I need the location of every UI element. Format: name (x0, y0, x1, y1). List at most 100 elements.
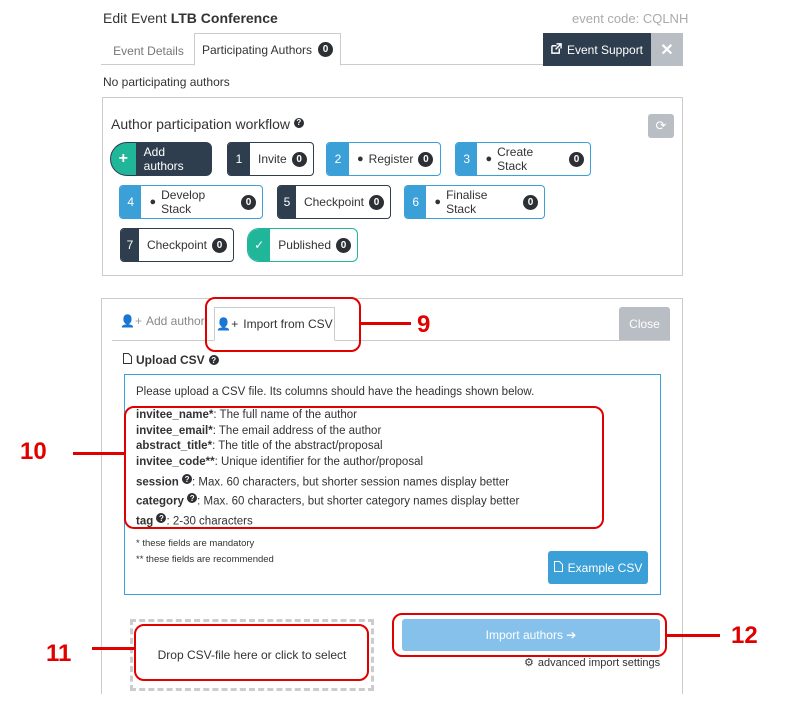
step-number: 5 (278, 186, 296, 218)
example-csv-label: Example CSV (567, 560, 643, 575)
annotation-number-11: 11 (46, 640, 72, 667)
user-icon: ● (485, 153, 493, 165)
help-icon[interactable]: ? (208, 355, 219, 365)
event-support-button[interactable]: Event Support (543, 33, 651, 66)
add-user-icon: 👤+ (216, 317, 239, 331)
step-label: Checkpoint (146, 238, 207, 252)
upload-csv-label: Upload CSV ? (123, 353, 219, 367)
field-desc: : 2-30 characters (166, 515, 253, 528)
step-label: Add authors (143, 145, 184, 173)
annotation-box-10 (124, 406, 604, 529)
field-invitee-email: invitee_email*: The email address of the… (136, 425, 381, 437)
event-name: LTB Conference (170, 10, 278, 26)
count-badge: 0 (318, 42, 334, 57)
page-title: Edit Event LTB Conference (103, 10, 278, 26)
step-count: 0 (418, 151, 434, 167)
note-mandatory: * these fields are mandatory (136, 538, 255, 549)
tab-add-author-label: Add author (145, 314, 205, 328)
step-number: 1 (228, 143, 250, 175)
upload-csv-text: Upload CSV (136, 353, 205, 367)
tab-add-author[interactable]: 👤+ Add author (120, 314, 205, 328)
annotation-box-9 (205, 297, 361, 352)
workflow-panel (102, 97, 683, 276)
step-label: Published (278, 238, 331, 252)
help-icon[interactable]: ? (187, 493, 198, 503)
user-icon: ● (434, 196, 442, 208)
refresh-icon: ⟳ (655, 118, 667, 133)
annotation-line-12 (667, 634, 720, 637)
step-count: 0 (241, 194, 256, 210)
field-desc: : Max. 60 characters, but shorter sessio… (192, 476, 510, 489)
field-name: tag (136, 515, 154, 528)
step-register[interactable]: 2 ● Register 0 (326, 142, 441, 176)
file-icon (123, 353, 132, 367)
step-number: 3 (456, 143, 478, 175)
tab-label: Participating Authors (201, 42, 313, 57)
import-authors-button[interactable]: Import authors ➔ (402, 619, 660, 651)
check-icon: ✓ (248, 229, 271, 261)
close-x-button[interactable]: ✕ (651, 33, 683, 66)
annotation-number-9: 9 (417, 311, 431, 338)
field-category: category ?: Max. 60 characters, but shor… (136, 493, 519, 508)
annotation-line-9 (361, 322, 411, 325)
help-icon[interactable]: ? (293, 117, 304, 128)
field-desc: : Max. 60 characters, but shorter catego… (197, 495, 520, 508)
step-label: Create Stack (497, 145, 534, 173)
field-tag: tag ?: 2-30 characters (136, 513, 253, 528)
field-name: abstract_title* (136, 440, 213, 452)
step-label: Finalise Stack (446, 188, 488, 216)
field-name: invitee_email* (136, 425, 213, 437)
csv-intro-text: Please upload a CSV file. Its columns sh… (136, 386, 535, 398)
field-invitee-code: invitee_code**: Unique identifier for th… (136, 456, 423, 468)
user-icon: ● (357, 153, 364, 165)
step-add-authors[interactable]: + Add authors (110, 142, 212, 176)
tab-import-label: Import from CSV (243, 317, 333, 331)
note-recommended: ** these fields are recommended (136, 554, 274, 565)
close-button[interactable]: Close (619, 307, 670, 340)
event-support-label: Event Support (566, 42, 644, 57)
field-desc: : The email address of the author (212, 425, 382, 437)
tab-import-csv[interactable]: 👤+ Import from CSV (214, 307, 335, 341)
step-label: Checkpoint (303, 195, 364, 209)
field-name: session (136, 476, 179, 489)
annotation-number-10: 10 (20, 438, 47, 465)
field-name: invitee_code** (136, 456, 215, 468)
advanced-import-settings-link[interactable]: ⚙ advanced import settings (524, 656, 661, 670)
step-label: Invite (258, 152, 287, 166)
step-count: 0 (212, 237, 227, 253)
step-checkpoint-5[interactable]: 5 Checkpoint 0 (277, 185, 391, 219)
file-icon (553, 560, 563, 575)
refresh-button[interactable]: ⟳ (648, 114, 674, 138)
advanced-label: advanced import settings (537, 656, 661, 669)
field-invitee-name: invitee_name*: The full name of the auth… (136, 409, 357, 421)
help-icon[interactable]: ? (182, 474, 193, 484)
annotation-line-11 (92, 647, 134, 650)
csv-dropzone[interactable]: Drop CSV-file here or click to select (130, 619, 374, 691)
tab-participating-authors[interactable]: Participating Authors 0 (194, 33, 341, 66)
user-icon: ● (149, 196, 157, 208)
add-user-icon: 👤+ (120, 314, 142, 328)
step-number: 6 (405, 186, 427, 218)
external-link-icon (551, 42, 562, 57)
import-panel (101, 298, 683, 694)
tab-event-details[interactable]: Event Details (113, 43, 184, 58)
step-number: 2 (327, 143, 349, 175)
example-csv-button[interactable]: Example CSV (548, 551, 648, 584)
annotation-number-12: 12 (731, 622, 758, 649)
title-prefix: Edit Event (103, 10, 167, 26)
step-label: Register (368, 152, 414, 166)
step-count: 0 (369, 194, 384, 210)
help-icon[interactable]: ? (156, 513, 167, 523)
field-name: category (136, 495, 184, 508)
field-abstract-title: abstract_title*: The title of the abstra… (136, 440, 383, 452)
annotation-box-11 (134, 624, 369, 681)
step-label: Develop Stack (161, 188, 206, 216)
workflow-title-text: Author participation workflow (111, 116, 290, 132)
field-name: invitee_name* (136, 409, 214, 421)
